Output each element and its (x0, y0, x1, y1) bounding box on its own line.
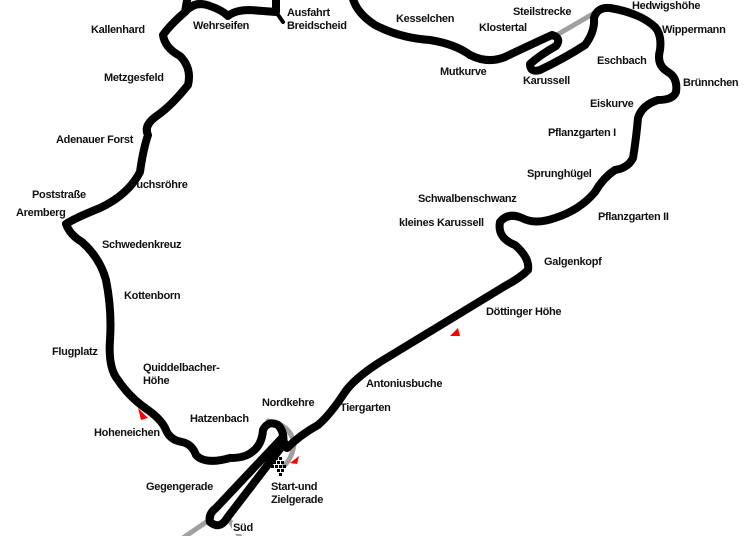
label-steilstrecke: Steilstrecke (513, 6, 572, 18)
label-kallenhard: Kallenhard (91, 24, 145, 36)
label-sued: Süd (232, 522, 254, 534)
label-ausfahrt: Ausfahrt (287, 7, 330, 19)
label-quiddelbacher-hoehe: Höhe (143, 375, 170, 387)
label-breidscheid: Breidscheid (287, 20, 347, 32)
track (62, 0, 681, 530)
label-flugplatz: Flugplatz (52, 346, 98, 358)
label-start-und: Start-und (271, 481, 318, 493)
label-tiergarten: Tiergarten (340, 402, 391, 414)
ausfahrt-breidscheid (274, 10, 285, 24)
track-west (62, 0, 288, 530)
label-klostertal: Klostertal (479, 22, 527, 34)
label-sprunghuegel: Sprunghügel (527, 168, 592, 180)
label-wehrseifen: Wehrseifen (193, 20, 250, 32)
direction-arrow-icon (290, 456, 299, 464)
label-mutkurve: Mutkurve (440, 66, 487, 78)
label-eschbach: Eschbach (597, 55, 647, 67)
label-pflanzgarten-2: Pflanzgarten II (598, 211, 669, 223)
label-metzgesfeld: Metzgesfeld (104, 72, 164, 84)
label-quiddelbacher: Quiddelbacher- (143, 362, 220, 374)
checkered-flag-icon (271, 457, 286, 476)
label-gegengerade: Gegengerade (146, 481, 214, 493)
label-poststrasse: Poststraße (32, 189, 86, 201)
label-antoniusbuche: Antoniusbuche (366, 378, 443, 390)
label-hedwigshoehe: Hedwigshöhe (632, 0, 701, 12)
direction-arrow-icon (450, 328, 460, 336)
label-galgenkopf: Galgenkopf (544, 256, 602, 268)
label-wippermann: Wippermann (662, 24, 726, 36)
label-doettinger-hoehe: Döttinger Höhe (486, 306, 562, 318)
label-aremberg: Aremberg (16, 207, 66, 219)
label-kottenborn: Kottenborn (124, 290, 181, 302)
label-karussell: Karussell (523, 75, 570, 87)
direction-markers (138, 328, 460, 464)
label-pflanzgarten-1: Pflanzgarten I (548, 127, 616, 139)
direction-arrow-icon (138, 408, 148, 420)
label-schwedenkreuz: Schwedenkreuz (102, 239, 182, 251)
label-kleines-karussell: kleines Karussell (399, 217, 484, 229)
label-nordkehre: Nordkehre (262, 397, 315, 409)
track-top-wehrseifen (181, 0, 280, 20)
label-zielgerade: Zielgerade (271, 494, 324, 506)
label-eiskurve: Eiskurve (590, 98, 634, 110)
label-hoheneichen: Hoheneichen (94, 427, 160, 439)
label-adenauer-forst: Adenauer Forst (56, 134, 134, 146)
track-east (278, 0, 681, 452)
label-kesselchen: Kesselchen (396, 13, 455, 25)
label-schwalbenschwanz: Schwalbenschwanz (418, 193, 517, 205)
label-hatzenbach: Hatzenbach (190, 413, 249, 425)
label-fuchsroehre: Fuchsröhre (130, 179, 188, 191)
label-bruennchen: Brünnchen (683, 77, 739, 89)
